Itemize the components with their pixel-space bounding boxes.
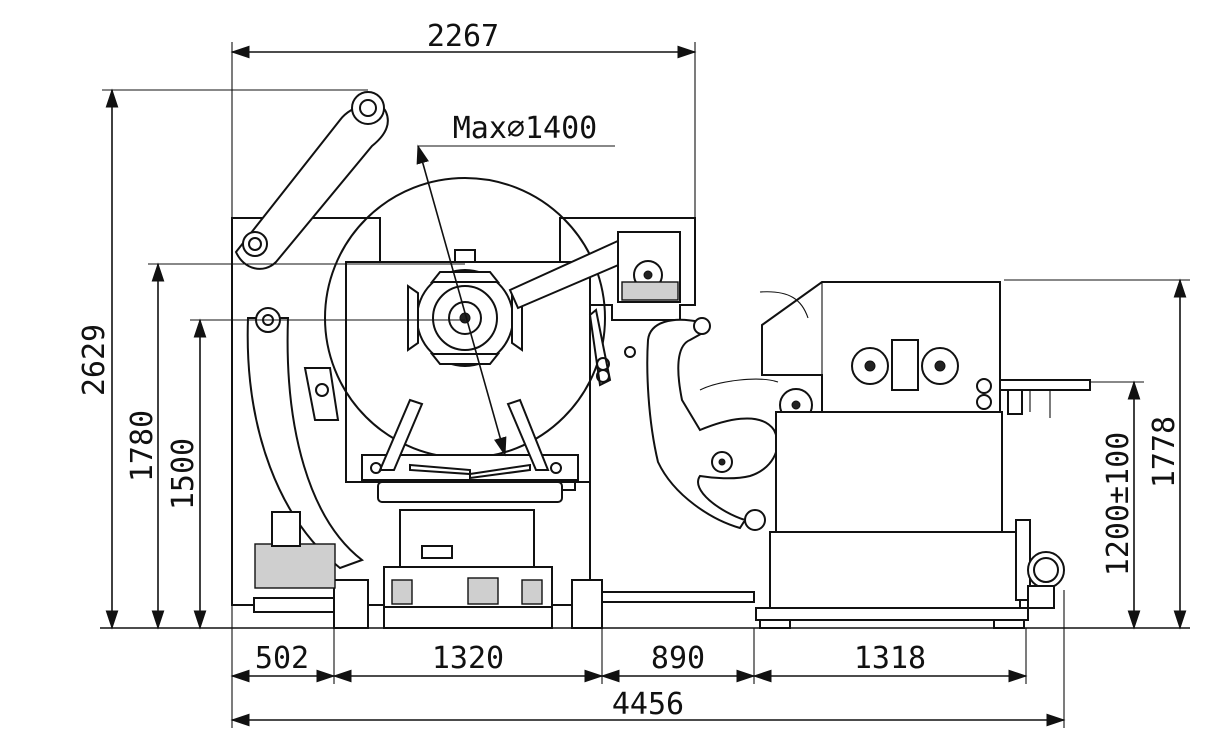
feeder-frame: [775, 411, 1003, 533]
gear-box: [399, 509, 535, 569]
uncoiler: [231, 91, 696, 629]
dim-1778: 1778: [1147, 416, 1182, 488]
dim-2267: 2267: [427, 19, 499, 54]
loop-arm: [624, 317, 779, 531]
dim-1318: 1318: [854, 641, 926, 676]
dim-890: 890: [651, 641, 705, 676]
dim-2629: 2629: [77, 324, 112, 396]
dim-diameter-line: [416, 144, 507, 457]
motor-left: [254, 543, 336, 589]
dim-1780: 1780: [125, 410, 160, 482]
straightener-feeder: [755, 281, 1091, 629]
dim-502: 502: [255, 641, 309, 676]
dim-4456: 4456: [612, 687, 684, 722]
curved-arm: [246, 317, 365, 570]
dim-diameter: Max∅1400: [453, 111, 598, 146]
base-rail: [601, 591, 755, 603]
feeder-base: [769, 531, 1021, 609]
dim-1320: 1320: [432, 641, 504, 676]
dim-1500: 1500: [166, 438, 201, 510]
dim-1200: 1200±100: [1101, 432, 1136, 577]
